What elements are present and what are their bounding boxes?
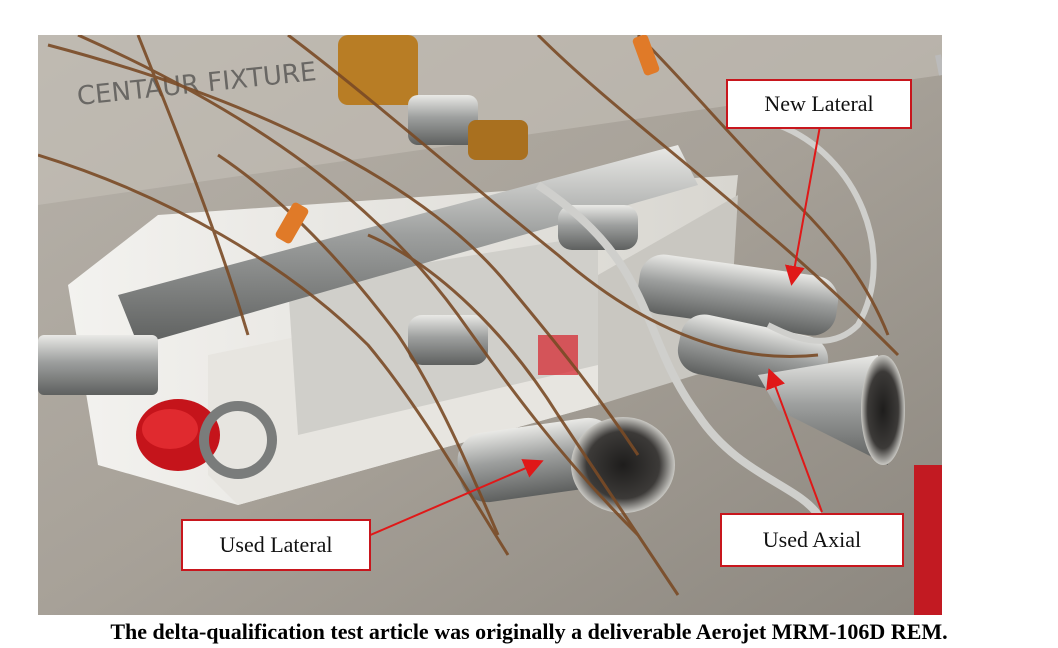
figure-caption: The delta-qualification test article was… — [110, 619, 948, 644]
label-new-lateral: New Lateral — [726, 79, 912, 129]
label-used-lateral: Used Lateral — [181, 519, 371, 571]
cropped-preceding-text — [0, 0, 1058, 13]
label-used-axial: Used Axial — [720, 513, 904, 567]
